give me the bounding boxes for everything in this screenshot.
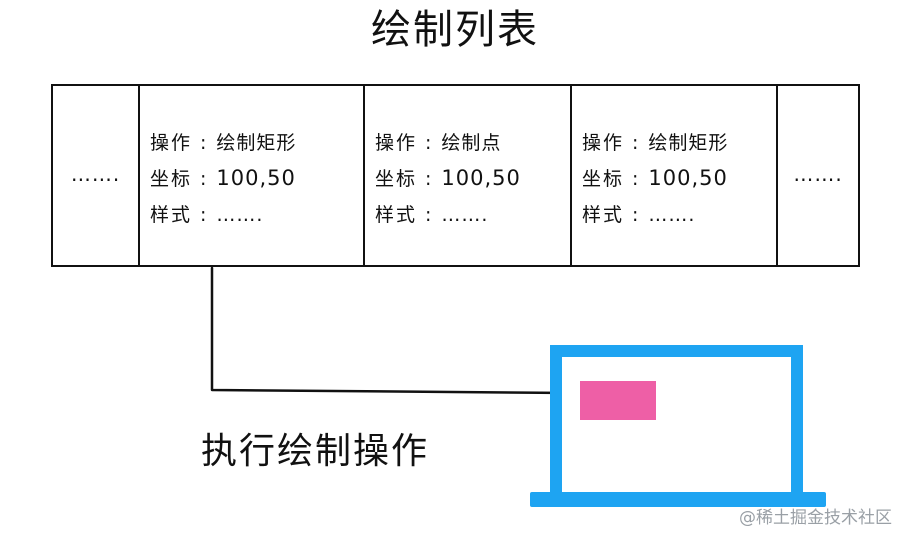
execute-draw-label: 执行绘制操作 bbox=[201, 431, 430, 472]
coordinate-key: 坐标 bbox=[150, 168, 193, 190]
operation-key: 操作 bbox=[150, 132, 193, 154]
style-row: 样式 : ……. bbox=[582, 200, 728, 236]
operation-value: 绘制矩形 bbox=[216, 132, 297, 154]
coordinate-row: 坐标 : 100,50 bbox=[375, 164, 521, 200]
operation-row: 操作 : 绘制矩形 bbox=[582, 128, 728, 164]
coordinate-row: 坐标 : 100,50 bbox=[582, 164, 728, 200]
operation-colon: : bbox=[425, 132, 432, 154]
diagram-title: 绘制列表 bbox=[371, 7, 539, 53]
ellipsis-left: ……. bbox=[70, 161, 121, 186]
style-value: ……. bbox=[648, 204, 696, 226]
laptop-icon bbox=[550, 345, 803, 499]
operation-value: 绘制矩形 bbox=[648, 132, 729, 154]
coordinate-colon: : bbox=[200, 168, 207, 190]
style-value: ……. bbox=[441, 204, 489, 226]
list-item: 操作 : 绘制矩形 坐标 : 100,50 样式 : ……. bbox=[572, 86, 778, 265]
operation-value: 绘制点 bbox=[441, 132, 502, 154]
coordinate-value: 100,50 bbox=[441, 166, 521, 190]
operation-key: 操作 bbox=[375, 132, 418, 154]
laptop-base bbox=[530, 492, 826, 507]
coordinate-key: 坐标 bbox=[375, 168, 418, 190]
coordinate-value: 100,50 bbox=[648, 166, 728, 190]
style-value: ……. bbox=[216, 204, 264, 226]
style-key: 样式 bbox=[150, 204, 193, 226]
coordinate-key: 坐标 bbox=[582, 168, 625, 190]
draw-list: ……. 操作 : 绘制矩形 坐标 : 100,50 样式 : ……. 操作 bbox=[51, 84, 860, 267]
operation-key: 操作 bbox=[582, 132, 625, 154]
coordinate-row: 坐标 : 100,50 bbox=[150, 164, 296, 200]
style-colon: : bbox=[200, 204, 207, 226]
operation-row: 操作 : 绘制点 bbox=[375, 128, 521, 164]
list-item: 操作 : 绘制矩形 坐标 : 100,50 样式 : ……. bbox=[140, 86, 365, 265]
operation-colon: : bbox=[200, 132, 207, 154]
drawn-rectangle bbox=[580, 381, 656, 420]
style-colon: : bbox=[632, 204, 639, 226]
list-edge-right: ……. bbox=[778, 86, 858, 265]
style-row: 样式 : ……. bbox=[375, 200, 521, 236]
coordinate-colon: : bbox=[425, 168, 432, 190]
operation-row: 操作 : 绘制矩形 bbox=[150, 128, 296, 164]
style-key: 样式 bbox=[582, 204, 625, 226]
list-edge-left: ……. bbox=[53, 86, 140, 265]
style-key: 样式 bbox=[375, 204, 418, 226]
operation-colon: : bbox=[632, 132, 639, 154]
coordinate-value: 100,50 bbox=[216, 166, 296, 190]
watermark: @稀土掘金技术社区 bbox=[739, 508, 892, 528]
connector-line bbox=[210, 266, 574, 395]
coordinate-colon: : bbox=[632, 168, 639, 190]
list-item: 操作 : 绘制点 坐标 : 100,50 样式 : ……. bbox=[365, 86, 572, 265]
style-colon: : bbox=[425, 204, 432, 226]
ellipsis-right: ……. bbox=[793, 161, 843, 186]
style-row: 样式 : ……. bbox=[150, 200, 296, 236]
